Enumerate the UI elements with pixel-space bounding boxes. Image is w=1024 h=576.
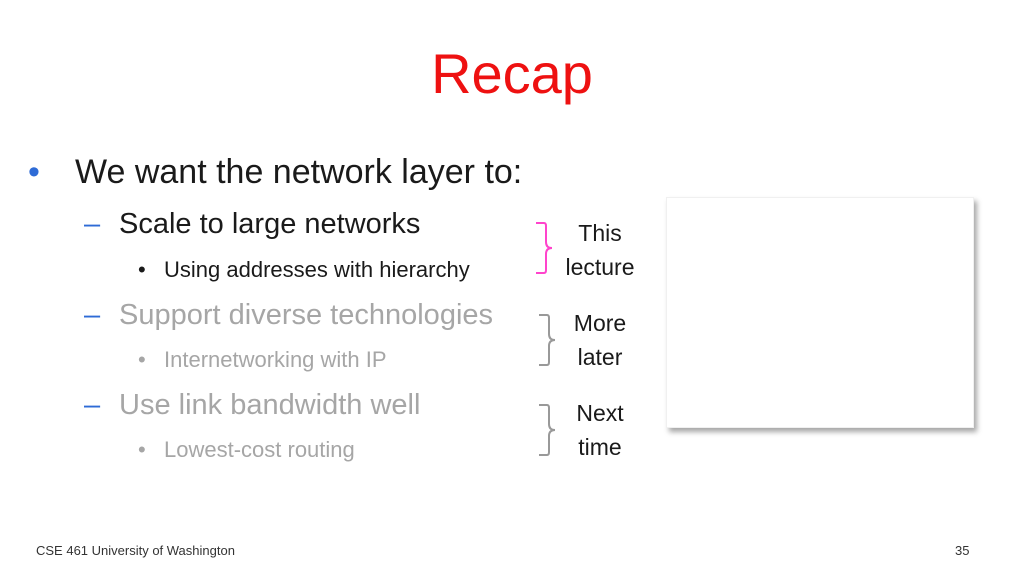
sub-bullet-text: Support diverse technologies bbox=[119, 299, 494, 331]
annotation-line: time bbox=[578, 434, 622, 460]
annotation-line: lecture bbox=[565, 254, 635, 280]
dash-marker: – bbox=[84, 389, 101, 421]
main-bullet-text: We want the network layer to: bbox=[75, 153, 523, 191]
brace-icon bbox=[539, 404, 556, 456]
dash-marker: – bbox=[84, 299, 101, 331]
annotation-line: later bbox=[577, 344, 623, 370]
dot-marker: • bbox=[138, 347, 146, 372]
dot-marker: • bbox=[138, 437, 146, 462]
annotation-next-time: Next time bbox=[554, 396, 646, 464]
footer-course: CSE 461 University of Washington bbox=[36, 543, 235, 558]
sub-bullet-text: Scale to large networks bbox=[119, 208, 421, 240]
slide-number: 35 bbox=[955, 543, 970, 558]
figure-placeholder bbox=[666, 197, 974, 428]
sub-bullet-text: Use link bandwidth well bbox=[119, 389, 421, 421]
annotation-more-later: More later bbox=[554, 306, 646, 374]
sub-sub-bullet-text: Lowest-cost routing bbox=[164, 437, 355, 462]
dot-marker: • bbox=[138, 257, 146, 282]
annotation-line: This bbox=[578, 220, 622, 246]
brace-icon bbox=[536, 222, 553, 274]
brace-icon bbox=[539, 314, 556, 366]
sub-sub-bullet-text: Using addresses with hierarchy bbox=[164, 257, 470, 282]
dash-marker: – bbox=[84, 208, 101, 240]
bullet-marker: • bbox=[28, 153, 40, 191]
annotation-line: Next bbox=[576, 400, 624, 426]
slide-title: Recap bbox=[431, 42, 593, 105]
sub-sub-bullet-text: Internetworking with IP bbox=[164, 347, 387, 372]
annotation-this-lecture: This lecture bbox=[554, 216, 646, 284]
annotation-line: More bbox=[573, 310, 627, 336]
